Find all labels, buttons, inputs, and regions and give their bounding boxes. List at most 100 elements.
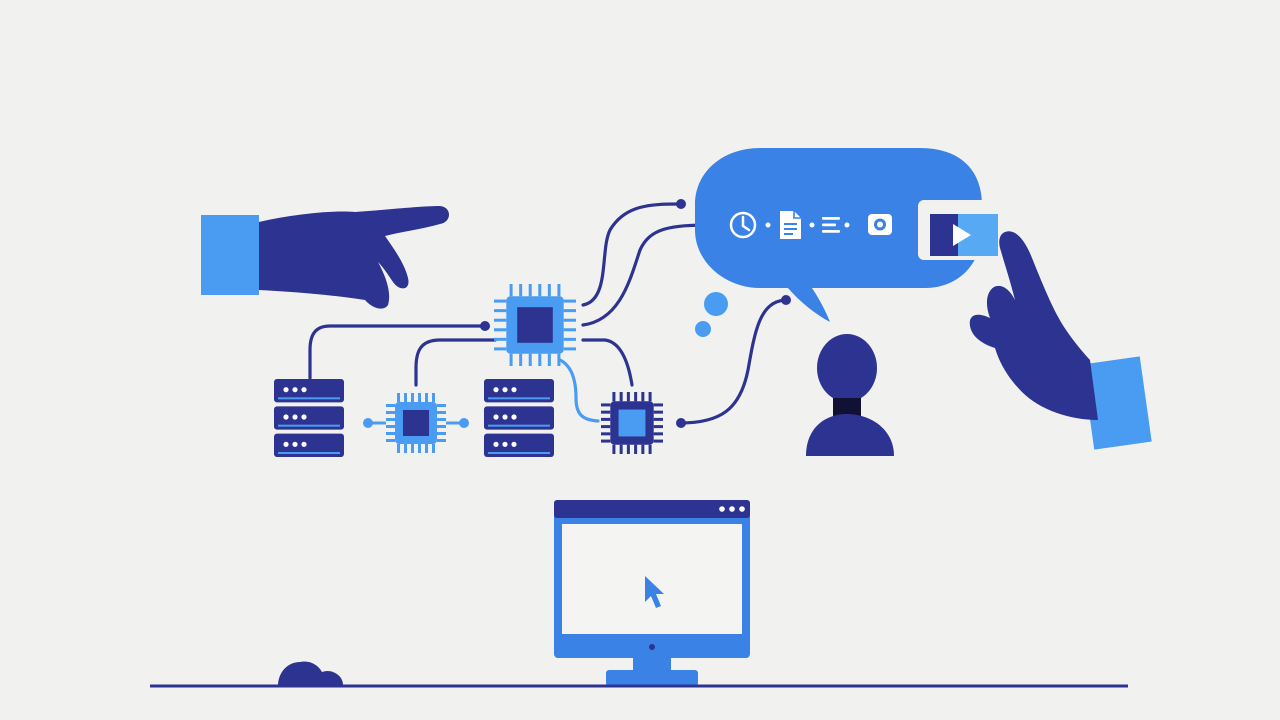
server-unit	[484, 433, 554, 457]
chip-pin	[509, 353, 513, 366]
play-button-icon[interactable]	[918, 200, 998, 260]
chip-pin	[519, 284, 523, 297]
chip-pin	[653, 417, 663, 421]
wire-chip-bubble-lower	[581, 223, 714, 327]
person-neck	[833, 398, 861, 418]
wire-chip-bubble-upper	[581, 202, 682, 307]
chip-pin	[641, 444, 645, 454]
chip-pin	[601, 439, 611, 443]
chip-pin	[601, 425, 611, 429]
chip-pin	[386, 418, 395, 421]
chip-pin	[648, 392, 652, 402]
separator-dot	[809, 222, 815, 228]
chip-pin	[563, 328, 576, 332]
server-unit	[274, 379, 344, 403]
chip-pin	[432, 444, 435, 453]
chip-pin	[626, 392, 630, 402]
window-titlebar	[554, 500, 750, 518]
chip-pin	[437, 411, 446, 414]
chip-core	[402, 409, 430, 437]
bubble-dot-small	[695, 321, 711, 337]
processor-chip-icon	[386, 393, 446, 453]
server-stripe	[488, 452, 550, 454]
server-light	[301, 387, 307, 393]
chip-pin	[494, 309, 507, 313]
window-dot	[729, 506, 735, 512]
chip-pin	[437, 439, 446, 442]
server-stripe	[488, 424, 550, 427]
server-rack-icon	[274, 379, 344, 457]
chip-pin	[601, 417, 611, 421]
chip-pin	[386, 404, 395, 407]
chip-pin	[519, 353, 523, 366]
separator-dot	[765, 222, 771, 228]
chip-pin	[404, 393, 407, 402]
server-light	[493, 441, 499, 447]
chip-pin	[653, 410, 663, 414]
wire-node	[676, 199, 686, 209]
chip-pin	[653, 403, 663, 407]
chip-pin	[563, 337, 576, 341]
chip-pin	[418, 444, 421, 453]
chip-pin	[612, 392, 616, 402]
chip-core	[618, 409, 646, 437]
servers	[274, 379, 554, 457]
chip-pin	[538, 284, 542, 297]
chip-pin	[437, 404, 446, 407]
server-rack-icon	[484, 379, 554, 457]
chip-pin	[634, 444, 638, 454]
chip-pin	[386, 425, 395, 428]
chip-pin	[528, 284, 532, 297]
server-light	[283, 441, 289, 447]
server-stripe	[278, 424, 340, 427]
camera-icon	[868, 214, 892, 235]
speech-bubble	[695, 148, 998, 337]
chat-bubble-icon	[695, 148, 982, 322]
chip-pin	[601, 432, 611, 436]
monitor-stand	[606, 670, 698, 686]
bubble-dot-large	[704, 292, 728, 316]
right-hand-icon	[969, 231, 1152, 450]
desktop-monitor-icon	[554, 500, 750, 686]
server-unit	[484, 406, 554, 430]
server-stripe	[488, 397, 550, 400]
monitor-screen[interactable]	[562, 524, 742, 634]
chip-pin	[425, 393, 428, 402]
chip-pin	[425, 444, 428, 453]
monitor-power-dot	[649, 644, 655, 650]
person-head	[817, 334, 877, 402]
wire-node	[781, 295, 791, 305]
chip-pin	[641, 392, 645, 402]
monitor-neck	[633, 658, 671, 670]
server-light	[493, 414, 499, 420]
user-avatar-icon	[806, 334, 894, 456]
server-light	[511, 387, 517, 393]
chip-pin	[653, 425, 663, 429]
chip-pin	[494, 299, 507, 303]
chip-pin	[528, 353, 532, 366]
chip-pin	[411, 444, 414, 453]
processor-chip-icon	[494, 284, 576, 366]
server-light	[502, 387, 508, 393]
wire-chip-server-left	[308, 324, 487, 380]
server-light	[502, 414, 508, 420]
chip-pin	[418, 393, 421, 402]
server-unit	[274, 433, 344, 457]
chip-pin	[634, 392, 638, 402]
separator-dot	[844, 222, 850, 228]
list-icon	[822, 217, 840, 233]
server-light	[502, 441, 508, 447]
chip-pin	[653, 432, 663, 436]
document-icon	[780, 211, 801, 239]
chip-pin	[538, 353, 542, 366]
chip-pin	[437, 432, 446, 435]
chip-pin	[612, 444, 616, 454]
chip-pin	[397, 444, 400, 453]
chip-pin	[494, 347, 507, 351]
server-light	[511, 441, 517, 447]
wire-light	[558, 358, 600, 423]
chip-pin	[437, 418, 446, 421]
cloud-icon	[278, 661, 344, 686]
wire-chip-chip-small	[414, 338, 497, 387]
